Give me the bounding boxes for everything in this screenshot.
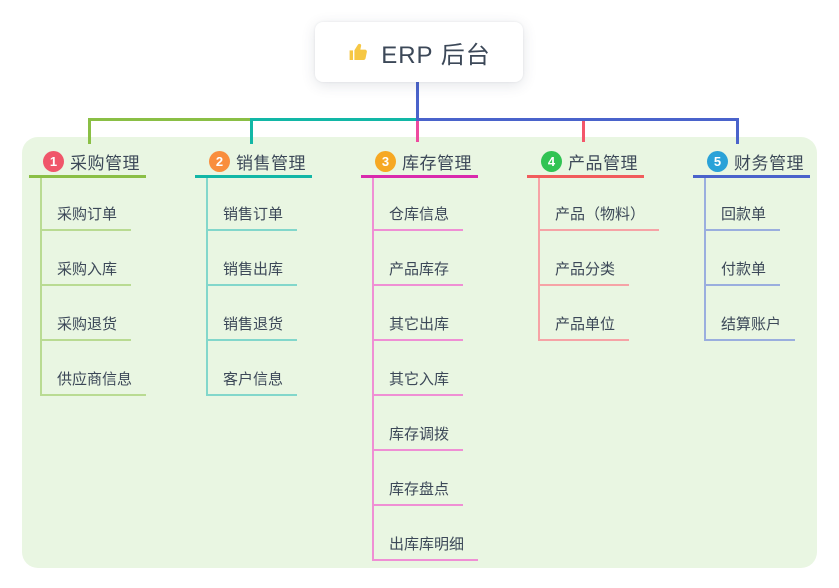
branch-finance-management: 5 财务管理 回款单 付款单 结算账户 bbox=[693, 148, 839, 341]
branch-number-badge: 3 bbox=[375, 151, 396, 172]
branch-4-drop-line bbox=[582, 121, 585, 142]
child-node[interactable]: 其它入库 bbox=[372, 370, 464, 396]
branch-label: 采购管理 bbox=[70, 154, 140, 173]
branch-node[interactable]: 4 产品管理 bbox=[527, 148, 687, 175]
branches-background-panel bbox=[22, 137, 817, 568]
branch-label: 产品管理 bbox=[568, 154, 638, 173]
child-node[interactable]: 出库库明细 bbox=[372, 535, 479, 561]
child-node[interactable]: 产品单位 bbox=[538, 315, 630, 341]
branch-node[interactable]: 3 库存管理 bbox=[361, 148, 521, 175]
child-node[interactable]: 库存调拨 bbox=[372, 425, 464, 451]
branch-trunk-line bbox=[40, 178, 42, 396]
child-node[interactable]: 结算账户 bbox=[704, 315, 796, 341]
branch-underline bbox=[693, 175, 810, 178]
root-connector-line bbox=[416, 82, 419, 118]
branch-label: 财务管理 bbox=[734, 154, 804, 173]
child-node[interactable]: 产品分类 bbox=[538, 260, 630, 286]
branch-sales-management: 2 销售管理 销售订单 销售出库 销售退货 客户信息 bbox=[195, 148, 355, 396]
branch-trunk-line bbox=[372, 178, 374, 561]
branch-underline bbox=[195, 175, 312, 178]
branch-underline bbox=[527, 175, 644, 178]
child-node[interactable]: 销售出库 bbox=[206, 260, 298, 286]
child-node[interactable]: 产品（物料） bbox=[538, 205, 660, 231]
branch-1-drop-line bbox=[88, 118, 91, 144]
child-node[interactable]: 仓库信息 bbox=[372, 205, 464, 231]
child-node[interactable]: 供应商信息 bbox=[40, 370, 147, 396]
branch-number-badge: 4 bbox=[541, 151, 562, 172]
branch-underline bbox=[29, 175, 146, 178]
branch-5-drop-line bbox=[736, 118, 739, 144]
child-node[interactable]: 销售订单 bbox=[206, 205, 298, 231]
child-node[interactable]: 产品库存 bbox=[372, 260, 464, 286]
branch-3-drop-line bbox=[416, 121, 419, 142]
child-node[interactable]: 采购订单 bbox=[40, 205, 132, 231]
branch-underline bbox=[361, 175, 478, 178]
bus-segment-left bbox=[88, 118, 252, 121]
branch-product-management: 4 产品管理 产品（物料） 产品分类 产品单位 bbox=[527, 148, 687, 341]
root-node[interactable]: ERP 后台 bbox=[315, 22, 523, 82]
thumbs-up-icon bbox=[347, 40, 371, 64]
child-node[interactable]: 其它出库 bbox=[372, 315, 464, 341]
branch-label: 销售管理 bbox=[236, 154, 306, 173]
branch-node[interactable]: 5 财务管理 bbox=[693, 148, 839, 175]
branch-trunk-line bbox=[206, 178, 208, 396]
child-node[interactable]: 回款单 bbox=[704, 205, 781, 231]
branch-number-badge: 5 bbox=[707, 151, 728, 172]
child-node[interactable]: 销售退货 bbox=[206, 315, 298, 341]
branch-node[interactable]: 1 采购管理 bbox=[29, 148, 189, 175]
branch-number-badge: 2 bbox=[209, 151, 230, 172]
child-node[interactable]: 付款单 bbox=[704, 260, 781, 286]
branch-trunk-line bbox=[538, 178, 540, 341]
child-node[interactable]: 采购退货 bbox=[40, 315, 132, 341]
child-node[interactable]: 库存盘点 bbox=[372, 480, 464, 506]
branch-node[interactable]: 2 销售管理 bbox=[195, 148, 355, 175]
branch-label: 库存管理 bbox=[402, 154, 472, 173]
branch-2-drop-line bbox=[250, 118, 253, 144]
branch-inventory-management: 3 库存管理 仓库信息 产品库存 其它出库 其它入库 库存调拨 库存盘点 出库库… bbox=[361, 148, 521, 561]
root-node-label: ERP 后台 bbox=[381, 41, 491, 69]
branch-purchase-management: 1 采购管理 采购订单 采购入库 采购退货 供应商信息 bbox=[29, 148, 189, 396]
branch-number-badge: 1 bbox=[43, 151, 64, 172]
branch-trunk-line bbox=[704, 178, 706, 341]
bus-segment-middle bbox=[252, 118, 416, 121]
child-node[interactable]: 客户信息 bbox=[206, 370, 298, 396]
child-node[interactable]: 采购入库 bbox=[40, 260, 132, 286]
bus-segment-right bbox=[416, 118, 739, 121]
